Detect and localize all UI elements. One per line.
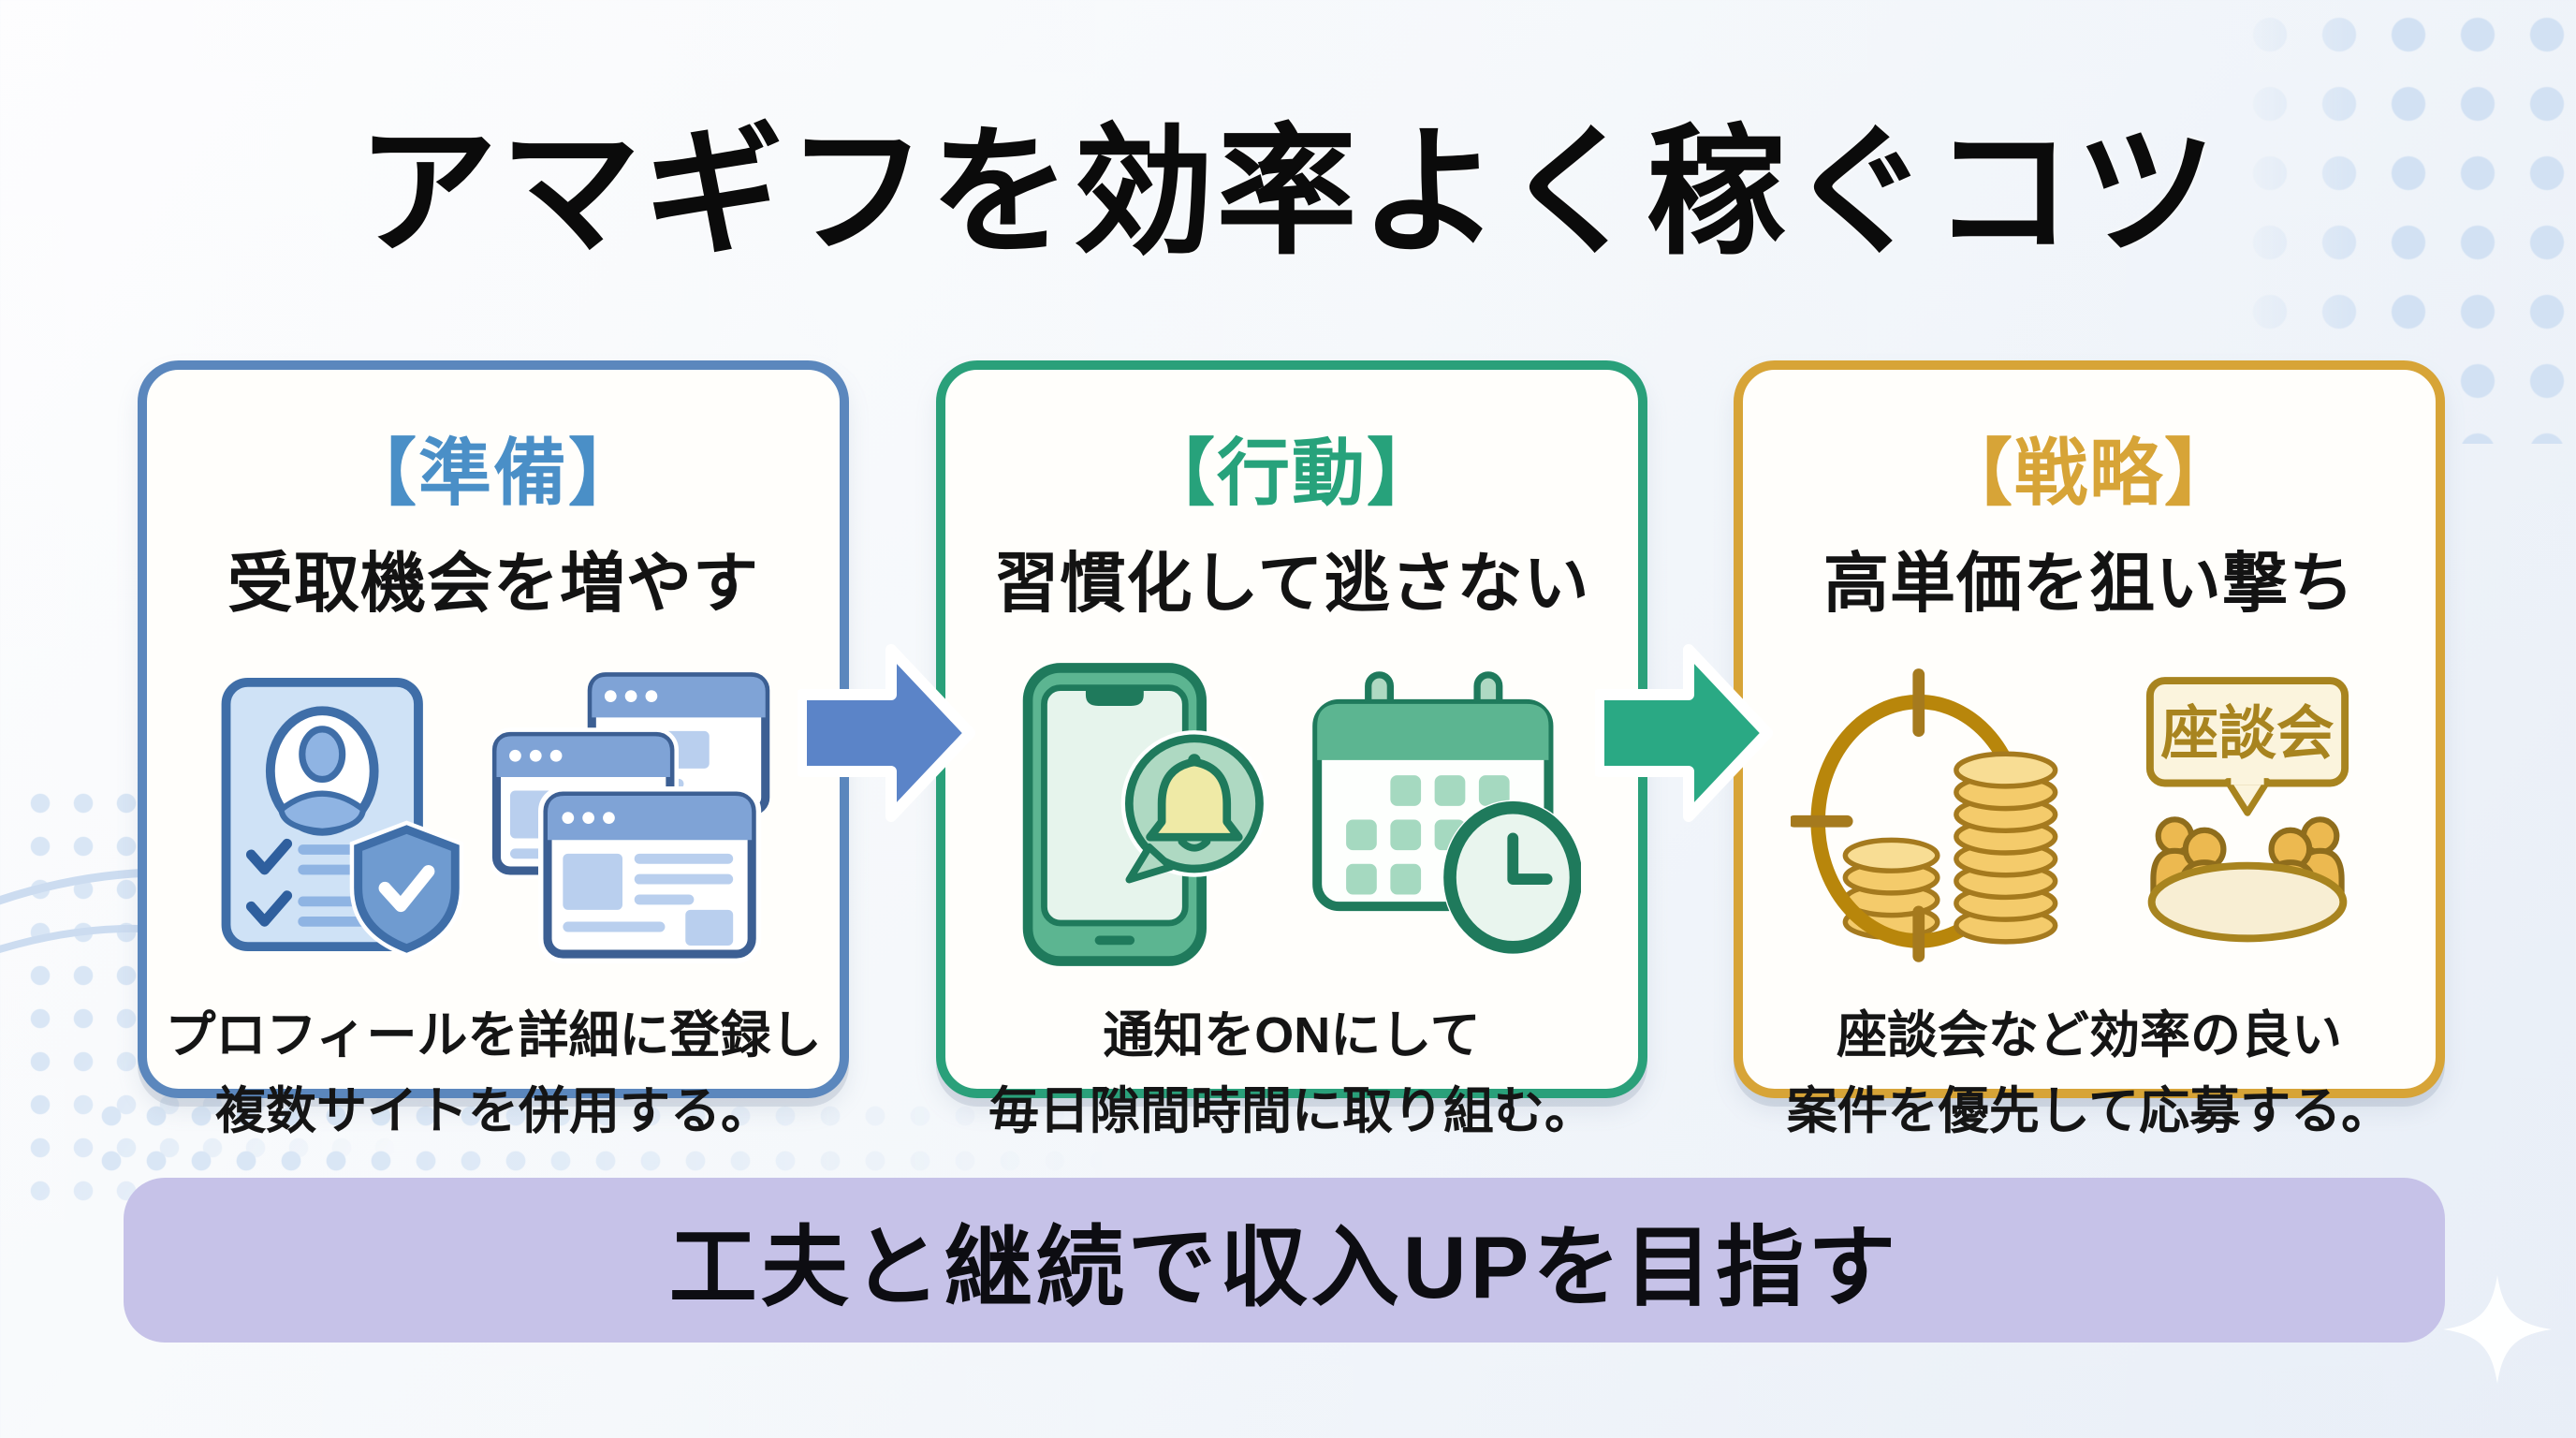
profile-card-icon — [221, 677, 464, 958]
card-preparation-icons — [147, 655, 840, 974]
body-line: 毎日隙間時間に取り組む。 — [988, 1083, 1595, 1139]
body-line: プロフィールを詳細に登録し — [165, 1007, 822, 1064]
card-preparation-body: プロフィールを詳細に登録し 複数サイトを併用する。 — [147, 998, 840, 1150]
card-action: 【行動】 習慣化して逃さない — [936, 360, 1647, 1139]
card-strategy-heading: 高単価を狙い撃ち — [1823, 547, 2355, 620]
arrow-right-green-icon — [1595, 644, 1773, 822]
card-preparation-tag: 【準備】 — [343, 432, 643, 514]
zadankai-label: 座談会 — [2160, 702, 2334, 767]
coins-target-icon — [1791, 668, 2058, 962]
page-title: アマギフを効率よく稼ぐコツ — [357, 113, 2219, 271]
body-line: 座談会など効率の良い — [1837, 1007, 2342, 1064]
card-strategy: 【戦略】 高単価を狙い撃ち — [1734, 360, 2445, 1139]
zadankai-speech-bubble: 座談会 — [2145, 677, 2349, 816]
arrow-right-blue-icon — [798, 644, 975, 822]
browser-windows-icon — [491, 672, 770, 964]
card-strategy-tag: 【戦略】 — [1939, 432, 2239, 514]
card-action-heading: 習慣化して逃さない — [993, 547, 1590, 620]
notification-bell-bubble-icon — [1120, 730, 1268, 884]
conclusion-banner-text: 工夫と継続で収入UPを目指す — [668, 1218, 1900, 1316]
clock-icon — [1442, 800, 1581, 955]
conclusion-banner: 工夫と継続で収入UPを目指す — [124, 1178, 2445, 1343]
card-action-body: 通知をONにして 毎日隙間時間に取り組む。 — [945, 998, 1638, 1150]
smartphone-notification-icon — [1022, 663, 1268, 966]
card-action-tag: 【行動】 — [1141, 432, 1442, 514]
calendar-clock-icon — [1312, 671, 1581, 955]
halftone-dots-band — [89, 1093, 1165, 1191]
card-preparation: 【準備】 受取機会を増やす — [138, 360, 849, 1139]
shield-check-icon — [349, 820, 464, 958]
sparkle-icon — [2443, 1275, 2552, 1384]
body-line: 複数サイトを併用する。 — [215, 1083, 771, 1139]
card-strategy-icons: 座談会 — [1743, 655, 2436, 974]
body-line: 案件を優先して応募する。 — [1786, 1083, 2393, 1139]
roundtable-icon: 座談会 — [2145, 677, 2349, 943]
body-line: 通知をONにして — [1103, 1007, 1481, 1064]
table-ellipse — [2147, 861, 2348, 943]
card-preparation-heading: 受取機会を増やす — [227, 547, 759, 620]
card-action-icons — [945, 655, 1638, 974]
card-strategy-body: 座談会など効率の良い 案件を優先して応募する。 — [1743, 998, 2436, 1150]
coin-stack-tall — [1954, 751, 2058, 945]
